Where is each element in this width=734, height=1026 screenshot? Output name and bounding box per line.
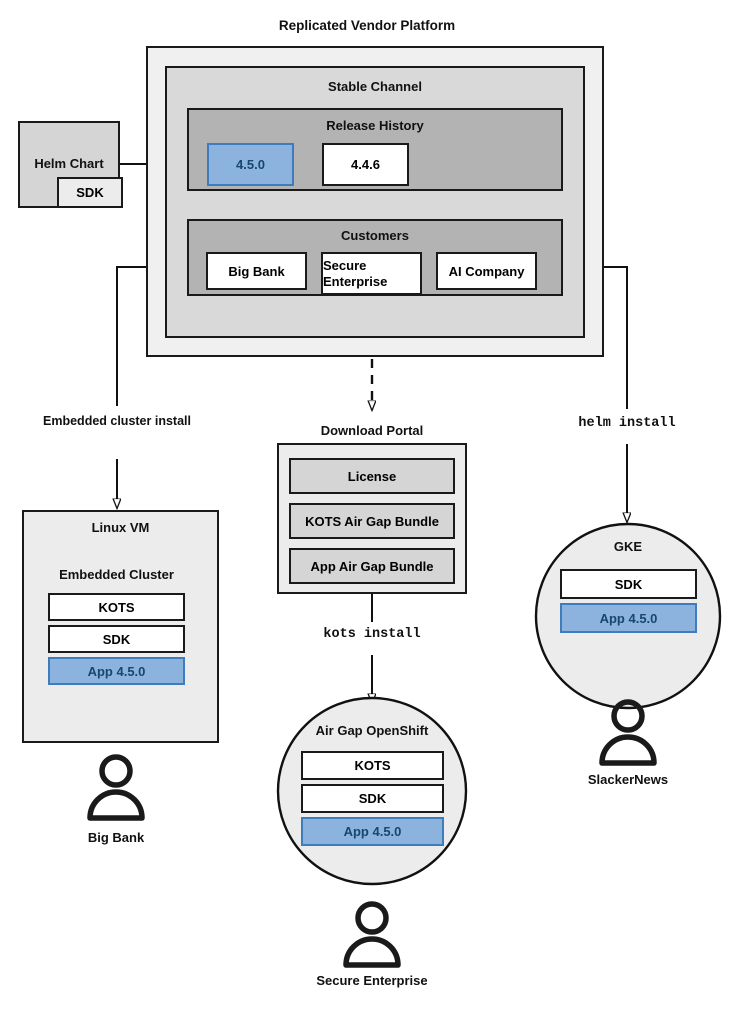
edge-label-embedded-cluster-install: Embedded cluster install [43,414,191,428]
user-label-secure-enterprise: Secure Enterprise [316,973,428,988]
air-gap-openshift-title: Air Gap OpenShift [315,723,429,738]
gke-title: GKE [613,539,643,554]
openshift-component-app[interactable]: App 4.5.0 [301,817,444,846]
download-portal-title: Download Portal [320,423,424,438]
customers-title: Customers [341,228,409,243]
customer-big-bank[interactable]: Big Bank [206,252,307,290]
customer-ai-company[interactable]: AI Company [436,252,537,290]
person-icon [343,901,401,968]
release-4-5-0[interactable]: 4.5.0 [207,143,294,186]
artifact-app-air-gap-bundle[interactable]: App Air Gap Bundle [289,548,455,584]
stable-channel-box [165,66,585,338]
person-icon [599,699,657,766]
linux-vm-component-sdk[interactable]: SDK [48,625,185,653]
release-4-4-6[interactable]: 4.4.6 [322,143,409,186]
helm-chart-label: Helm Chart [34,156,104,171]
linux-vm-component-app[interactable]: App 4.5.0 [48,657,185,685]
openshift-component-kots[interactable]: KOTS [301,751,444,780]
edge-label-kots-install: kots install [323,627,421,642]
release-history-title: Release History [326,118,424,133]
page-title: Replicated Vendor Platform [278,18,456,33]
person-icon [87,754,145,821]
openshift-component-sdk[interactable]: SDK [301,784,444,813]
artifact-license[interactable]: License [289,458,455,494]
helm-chart-sdk-box[interactable]: SDK [57,177,123,208]
stable-channel-title: Stable Channel [328,79,422,94]
artifact-kots-air-gap-bundle[interactable]: KOTS Air Gap Bundle [289,503,455,539]
user-label-slackernews: SlackerNews [587,772,669,787]
gke-component-sdk[interactable]: SDK [560,569,697,599]
linux-vm-title: Linux VM [91,520,150,535]
user-label-big-bank: Big Bank [87,830,145,845]
edge-label-helm-install: helm install [578,416,676,431]
customer-secure-enterprise[interactable]: Secure Enterprise [321,252,422,295]
gke-component-app[interactable]: App 4.5.0 [560,603,697,633]
linux-vm-component-kots[interactable]: KOTS [48,593,185,621]
embedded-cluster-title: Embedded Cluster [59,567,174,582]
